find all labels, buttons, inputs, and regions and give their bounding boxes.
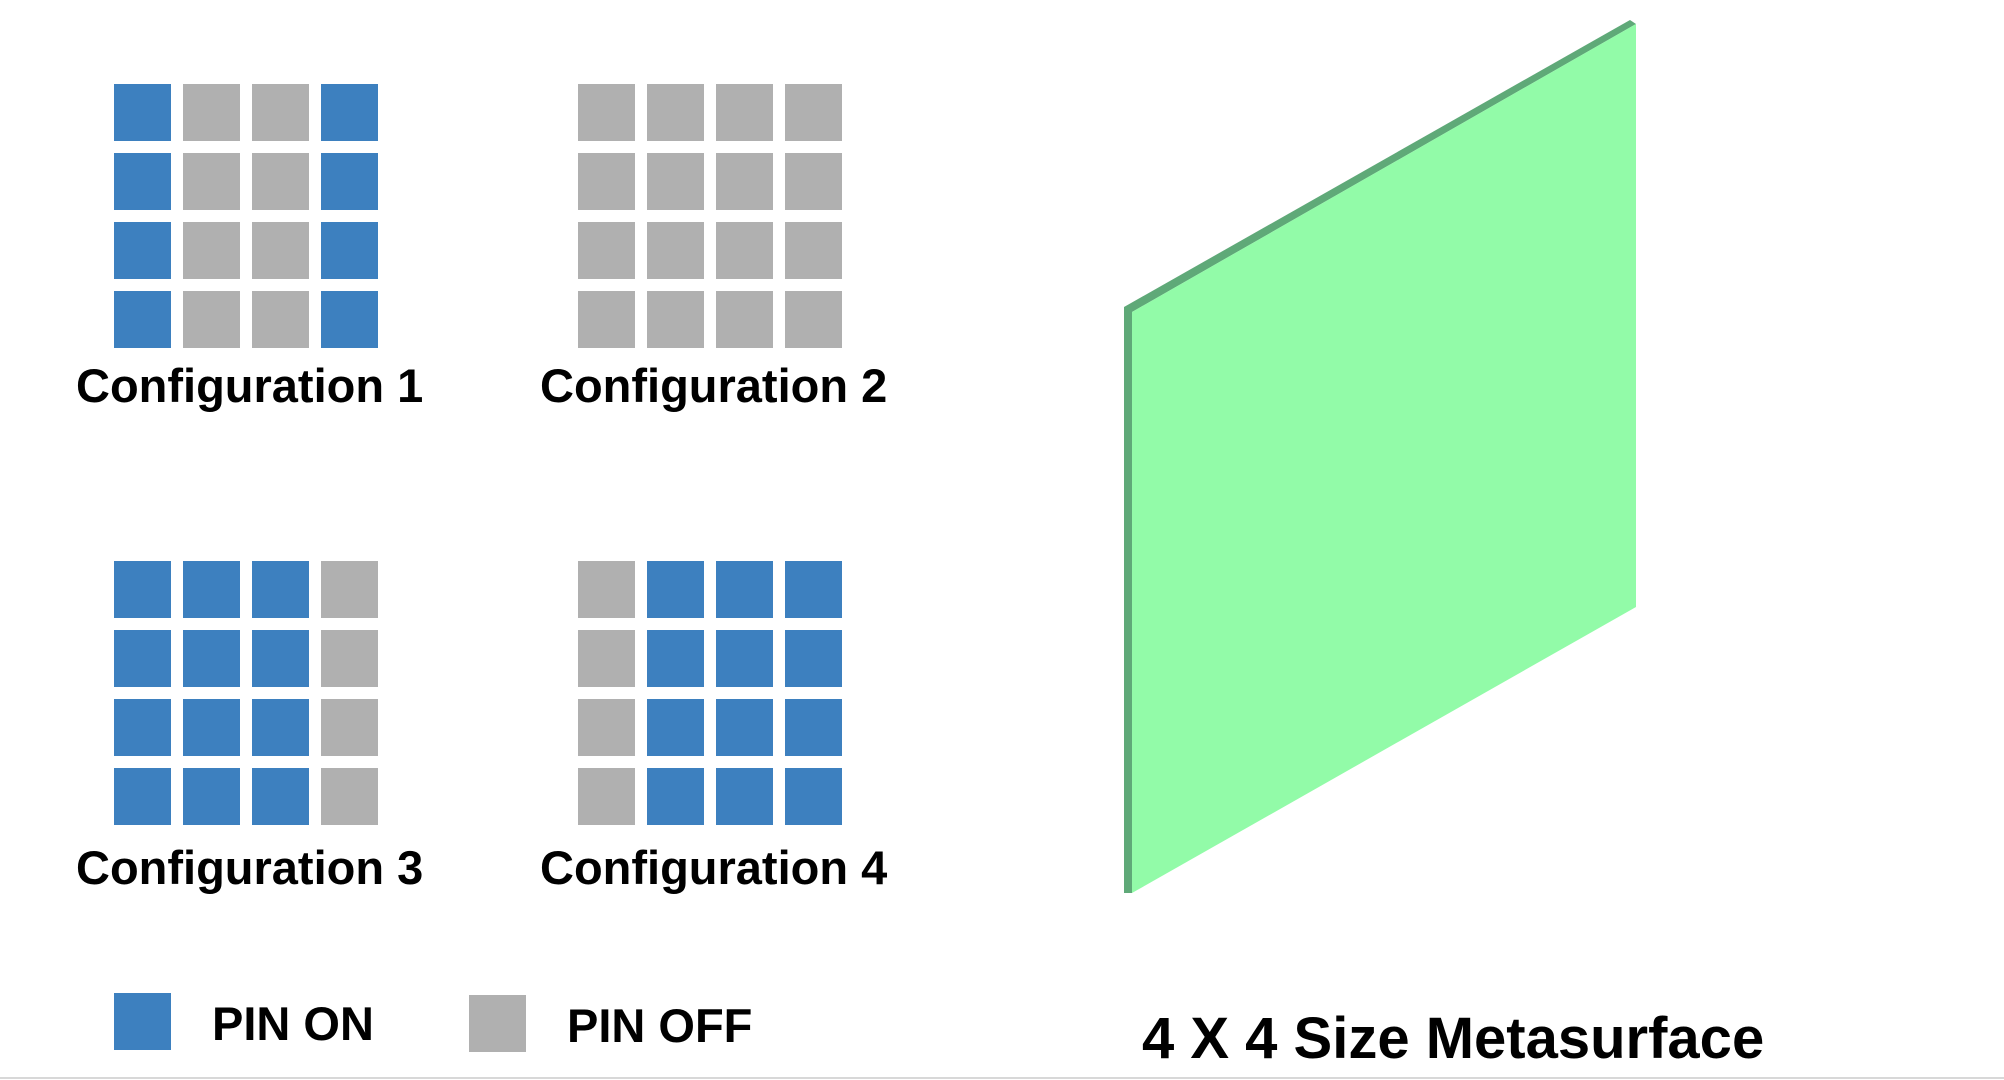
pin-cell-on [321,291,378,348]
pin-cell-on [647,699,704,756]
metasurface-top-edge [1124,20,1636,312]
configuration-3-label: Configuration 3 [76,841,423,894]
pin-cell-off [183,291,240,348]
pin-cell-on [321,84,378,141]
pin-cell-off [252,291,309,348]
pin-cell-on [252,630,309,687]
pin-cell-off [321,699,378,756]
legend-pin-on-label: PIN ON [212,997,374,1050]
pin-cell-on [114,222,171,279]
pin-cell-off [578,222,635,279]
pin-cell-off [785,222,842,279]
metasurface-title: 4 X 4 Size Metasurface [1142,1006,1764,1071]
pin-cell-off [578,291,635,348]
configuration-4-grid [578,561,842,825]
pin-cell-on [114,699,171,756]
pin-cell-off [183,222,240,279]
configuration-4-panel: Configuration 4 [540,561,887,894]
pin-cell-on [252,561,309,618]
pin-cell-on [114,561,171,618]
pin-cell-on [114,153,171,210]
pin-cell-on [114,84,171,141]
pin-cell-off [647,222,704,279]
configuration-1-grid [114,84,378,348]
pin-cell-off [578,768,635,825]
pin-cell-on [183,630,240,687]
pin-cell-off [252,153,309,210]
pin-cell-on [785,630,842,687]
configuration-1-label: Configuration 1 [76,359,423,412]
legend: PIN ON PIN OFF [114,993,752,1052]
configuration-3-panel: Configuration 3 [76,561,423,894]
metasurface-face [1132,24,1636,893]
pin-cell-on [114,768,171,825]
pin-cell-on [716,768,773,825]
pin-cell-on [321,222,378,279]
configuration-2-grid [578,84,842,348]
pin-cell-on [647,630,704,687]
pin-cell-off [647,153,704,210]
legend-pin-off-swatch [469,995,526,1052]
metasurface-plate [1124,20,1636,893]
pin-cell-on [647,768,704,825]
pin-cell-off [578,561,635,618]
pin-cell-off [785,84,842,141]
pin-cell-off [321,561,378,618]
pin-cell-on [716,561,773,618]
pin-cell-on [183,768,240,825]
pin-cell-on [716,630,773,687]
pin-cell-on [114,291,171,348]
legend-pin-on-swatch [114,993,171,1050]
pin-cell-off [647,291,704,348]
pin-cell-on [183,561,240,618]
pin-cell-on [716,699,773,756]
pin-cell-off [785,291,842,348]
pin-cell-off [578,699,635,756]
configuration-1-panel: Configuration 1 [76,84,423,412]
metasurface-edge [1124,307,1132,893]
pin-cell-off [716,222,773,279]
pin-cell-off [252,84,309,141]
pin-cell-on [321,153,378,210]
pin-cell-on [785,561,842,618]
pin-cell-off [647,84,704,141]
pin-cell-off [785,153,842,210]
configuration-3-grid [114,561,378,825]
pin-cell-on [114,630,171,687]
pin-cell-off [183,153,240,210]
pin-cell-off [716,291,773,348]
configuration-4-label: Configuration 4 [540,841,887,894]
pin-cell-off [321,630,378,687]
pin-cell-on [252,768,309,825]
pin-cell-on [183,699,240,756]
pin-cell-on [252,699,309,756]
pin-cell-off [578,84,635,141]
pin-cell-off [716,84,773,141]
pin-cell-on [785,699,842,756]
pin-cell-off [183,84,240,141]
pin-cell-off [578,630,635,687]
configuration-2-panel: Configuration 2 [540,84,887,412]
pin-cell-on [647,561,704,618]
pin-cell-off [321,768,378,825]
legend-pin-off-label: PIN OFF [567,999,752,1052]
pin-cell-off [578,153,635,210]
configuration-2-label: Configuration 2 [540,359,887,412]
pin-cell-off [252,222,309,279]
pin-cell-on [785,768,842,825]
pin-cell-off [716,153,773,210]
